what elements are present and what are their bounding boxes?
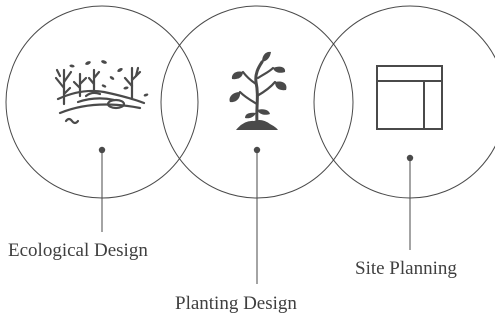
ecological-dot	[98, 146, 106, 154]
planting-design-label: Planting Design	[175, 293, 297, 314]
landscape-trees-icon	[54, 66, 146, 125]
planting-dot	[253, 146, 261, 154]
site-layout-plan-icon	[376, 65, 443, 130]
falling-leaves-icon	[69, 60, 149, 97]
site-planning-circle	[313, 5, 495, 199]
site-dot	[406, 154, 414, 162]
plant-sprout-icon	[229, 51, 287, 130]
site-planning-label: Site Planning	[355, 258, 457, 279]
ecological-design-label: Ecological Design	[8, 240, 148, 261]
